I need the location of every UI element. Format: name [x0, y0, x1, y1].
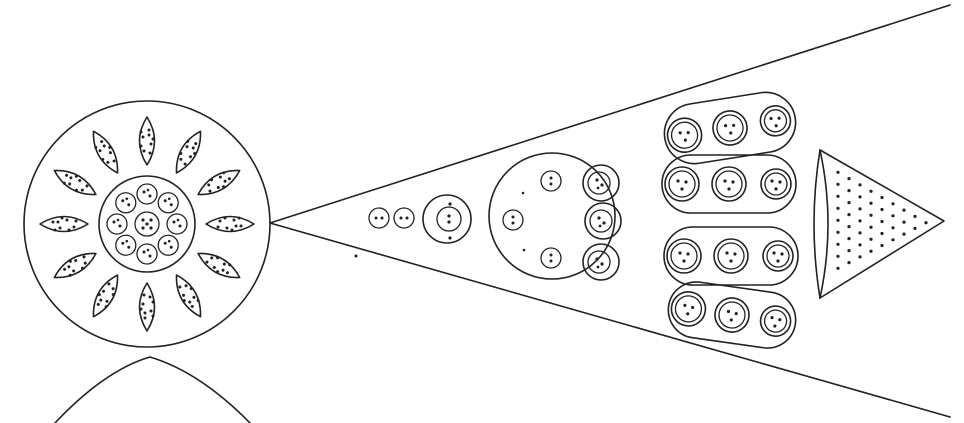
- large-nucleus: [583, 244, 619, 280]
- rosette-petal: [170, 271, 207, 320]
- rosette-inner-cell: [107, 214, 127, 234]
- rosette-petal: [170, 128, 207, 177]
- small-nucleus: [503, 210, 523, 230]
- rosette-petal: [87, 128, 124, 177]
- rosette-petal: [140, 283, 155, 331]
- small-nucleus: [541, 171, 561, 191]
- small-nucleus: [541, 248, 561, 268]
- rosette-center-cell: [135, 212, 159, 236]
- cone-lower-edge: [270, 223, 950, 417]
- dotted-cone: [814, 150, 944, 298]
- capsule-cell: [758, 104, 792, 138]
- capsule-outline: [664, 227, 798, 285]
- rosette-petal: [194, 247, 243, 284]
- rosette-inner-cell: [137, 244, 157, 264]
- capsule-cell: [665, 116, 704, 155]
- capsule-cell: [712, 167, 746, 201]
- capsule-cell: [761, 169, 791, 199]
- rosette-petal: [206, 217, 254, 232]
- dotted-cone-base-right: [820, 150, 828, 298]
- capsule-cell: [714, 239, 748, 273]
- rosette-inner-cells: [107, 184, 187, 264]
- rosette-petal: [51, 247, 100, 284]
- capsule-cell: [711, 109, 750, 148]
- rosette-petal: [140, 117, 155, 165]
- rosette-petal: [194, 164, 243, 201]
- small-circle-1: [369, 208, 389, 228]
- small-circle-2: [394, 208, 414, 228]
- large-circle-with-nuclei: [489, 153, 621, 280]
- capsule-cell: [763, 241, 793, 271]
- stray-specks: [355, 192, 526, 258]
- rosette-inner-cell: [116, 235, 136, 255]
- rosette-inner-cell: [167, 214, 187, 234]
- large-circle-nuclei: [503, 165, 621, 280]
- rosette-inner-cell: [137, 184, 157, 204]
- rosette-petal: [51, 164, 100, 201]
- capsule-cell: [669, 290, 707, 328]
- rosette-inner-cell: [158, 235, 178, 255]
- large-nucleus: [583, 165, 619, 201]
- rosette-inner-cell: [116, 193, 136, 213]
- capsule-cell: [665, 167, 699, 201]
- capsule-cell: [759, 304, 793, 338]
- capsule-cell: [713, 296, 751, 334]
- capsule-cell: [667, 239, 701, 273]
- circle-with-inner-circle: [423, 195, 471, 243]
- pair-of-small-circles: [369, 208, 414, 228]
- rosette-inner-cell: [158, 193, 178, 213]
- rosette-petal: [87, 271, 124, 320]
- capsule: [662, 155, 796, 213]
- dotted-cone-base-left: [814, 150, 820, 298]
- capsule-outline: [662, 155, 796, 213]
- rosette-petal: [40, 217, 88, 232]
- lower-arch-outline: [55, 357, 250, 423]
- rosette: [24, 101, 270, 347]
- capsule-group: [660, 88, 800, 352]
- capsule: [664, 227, 798, 285]
